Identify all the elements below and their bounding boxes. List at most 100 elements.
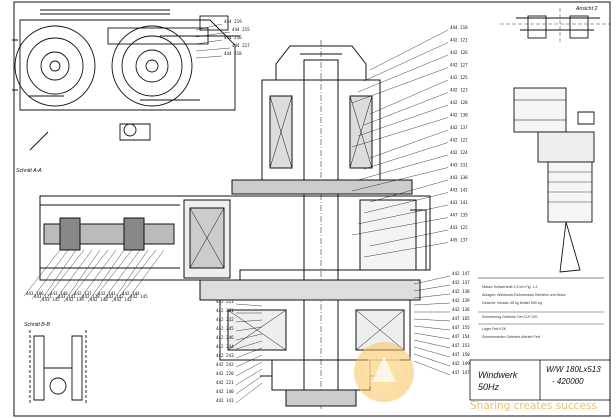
leader-line [103,249,141,300]
leader-line [87,249,125,303]
part-callout: 442 124 [450,150,468,155]
leader-line [235,368,263,386]
leader-line [413,275,451,285]
part-callout: 442 243 [216,353,234,358]
part-callout: 445 137 [450,238,468,243]
motor-view [500,8,610,273]
drawing-code: W/W 180Lx513 [546,365,601,374]
leader-line [63,249,101,303]
part-callout: 442 140 [90,297,108,302]
leader-line [413,318,451,322]
part-callout: 447 147 [452,370,470,375]
part-callout: 442 221 [216,380,234,385]
section-b-label: Schnitt B-B [24,322,50,328]
part-callout: 442 127 [450,63,468,68]
sheet-border [13,1,611,417]
note-line: Schmierstellen Getriebe Abtrieb Fett [482,335,540,339]
leader-line [357,204,449,225]
leader-line [357,54,449,93]
leader-line [413,293,451,299]
part-callout: 442 145 [130,294,148,299]
leader-line [369,179,449,203]
view-label: Ansicht 2 [575,6,597,12]
part-callout: 442 139 [452,298,470,303]
part-callout: 442 141 [98,291,116,296]
note-line: Schmierung Getriebe Oel CLP 220 [482,315,537,319]
leader-line [195,23,223,31]
part-callout: 444 219 [224,19,242,24]
part-callout: 442 211 [216,299,234,304]
part-callout: 444 217 [232,43,250,48]
leader-line [119,249,157,297]
part-callout: 442 130 [450,113,468,118]
part-callout: 442 137 [452,280,470,285]
leader-line [235,326,263,332]
part-callout: 442 137 [74,291,92,296]
leader-line [55,249,93,300]
part-callout: 442 121 [450,38,468,43]
leader-line [127,249,165,300]
leader-line [235,375,263,395]
title-block: Windwerk 50Hz W/W 180Lx513 - 420000 [469,359,611,401]
part-callout: 442 144 [122,291,140,296]
gear-housing-view [12,9,240,151]
leader-line [363,92,449,126]
part-callout: 442 242 [216,362,234,367]
leader-line [23,249,61,297]
leader-line [351,117,449,148]
part-callout: 443 145 [42,297,60,302]
leader-line [235,382,263,404]
part-callout: 442 136 [452,307,470,312]
part-callout: 442 231 [216,308,234,313]
part-callout: 443 141 [58,294,76,299]
note-line: Anlagen: Windwerk-Rahmenbau Getriebe und… [482,293,567,297]
part-callout: 442 149 [452,361,470,366]
part-callout: 447 153 [452,343,470,348]
part-callout: 442 147 [452,271,470,276]
leader-line [369,79,449,115]
part-callout: 442 128 [450,100,468,105]
part-callout: 442 123 [450,88,468,93]
note-line: Masse Schwerkraft 2,5 t/m Fig. 1:2 [482,285,538,289]
leader-line [195,39,223,45]
leader-line [413,360,451,376]
leader-line [369,129,449,159]
part-callout: 443 186 [26,291,44,296]
part-callout: 442 246 [216,335,234,340]
part-callout: 447 165 [452,316,470,321]
leader-line [111,249,149,303]
part-callout: 442 122 [450,138,468,143]
part-callout: 442 138 [82,294,100,299]
part-callout: 443 331 [450,163,468,168]
watermark: Sharing creates success [354,342,597,412]
leader-line [351,217,449,236]
leader-line [195,31,231,38]
leader-line [235,340,263,350]
part-callout: 447 150 [452,352,470,357]
part-callout: 443 138 [450,175,468,180]
part-callout: 444 216 [224,35,242,40]
leader-line [235,333,263,341]
part-callout: 442 143 [114,297,132,302]
leader-line [357,154,449,181]
note-line: Gewicht: Vorsatz 45 kg Mutter 500 kg [482,301,542,305]
leader-line [413,284,451,292]
part-callout: 443 121 [34,294,52,299]
part-callout: 442 141 [216,398,234,403]
part-callout: 443 141 [450,200,468,205]
leader-line [413,302,451,306]
part-callout: 443 122 [450,225,468,230]
leader-line [79,249,117,300]
part-callout: 442 138 [452,289,470,294]
leader-line [235,303,263,307]
leader-line [363,192,449,214]
leader-line [363,42,449,82]
leader-line [369,229,449,247]
note-line: Lager Fett K2K [482,327,507,331]
section-a-label: Schnitt A-A [16,168,42,174]
part-callout: 442 125 [450,75,468,80]
leader-line [195,55,223,59]
part-callout: 442 232 [216,317,234,322]
leader-line [413,346,451,358]
